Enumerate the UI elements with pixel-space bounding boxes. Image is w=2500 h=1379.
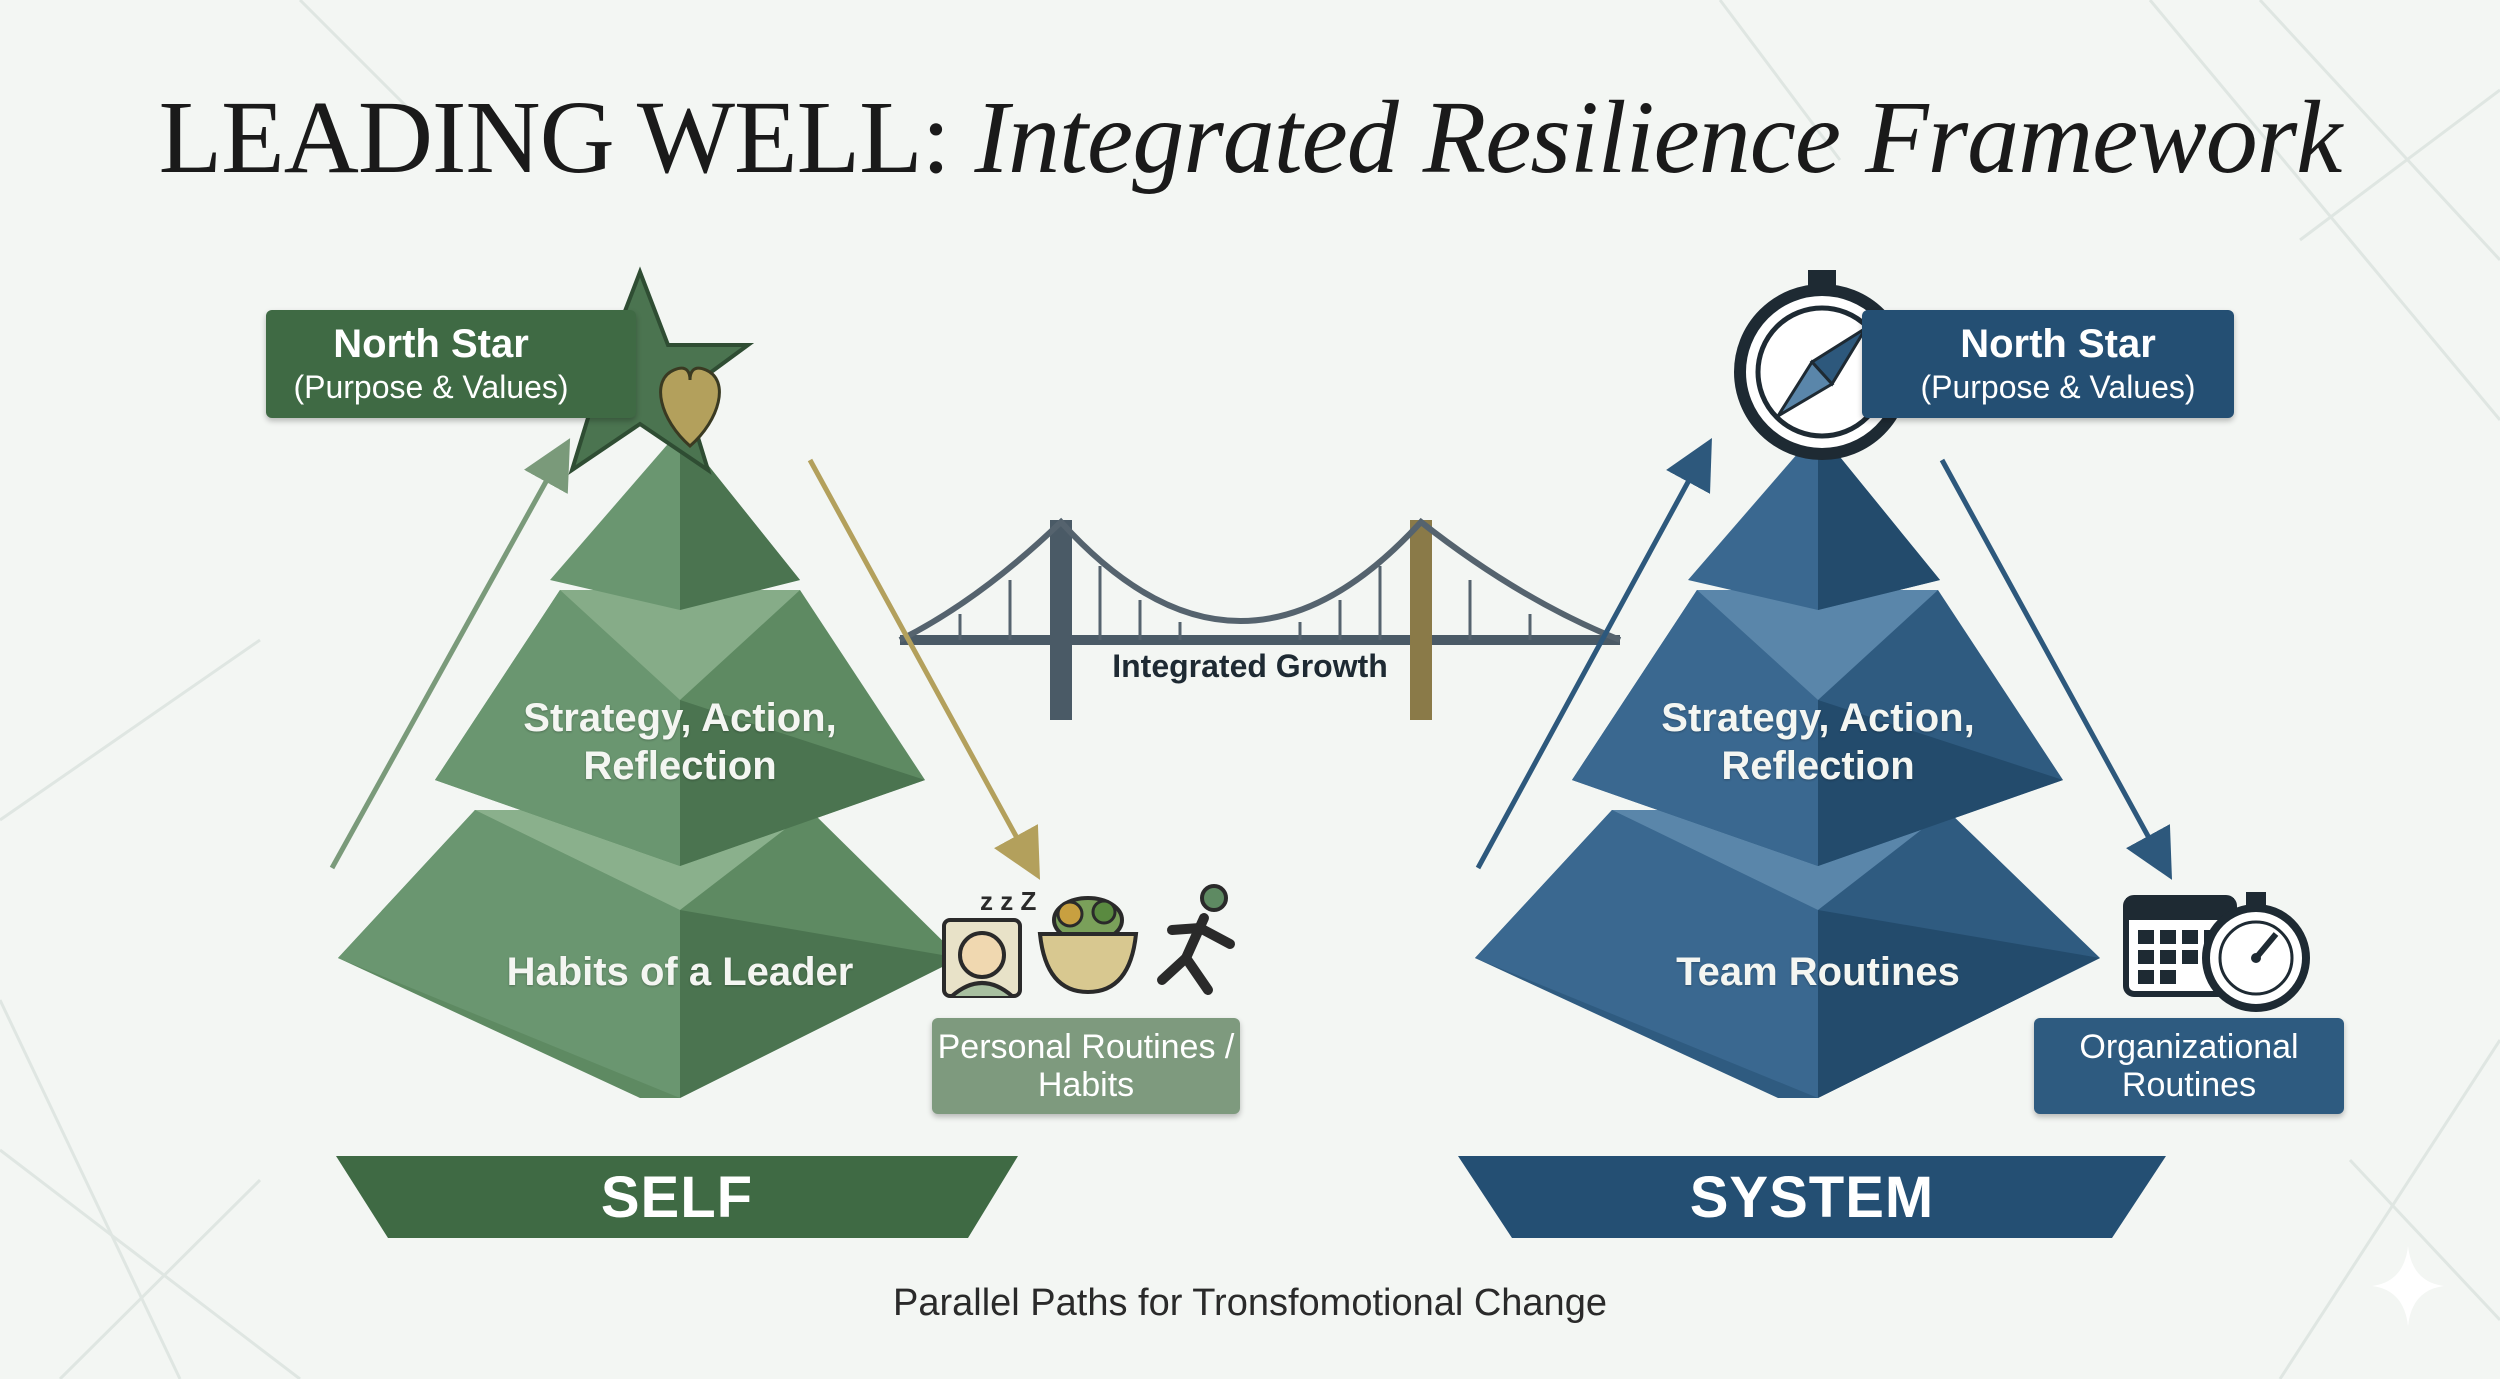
self-tier-bottom-label: Habits of a Leader xyxy=(506,950,854,994)
system-banner-shape xyxy=(1458,1156,2166,1238)
system-banner-label: SYSTEM xyxy=(1689,1165,1935,1230)
title-lead: LEADING WELL: xyxy=(158,80,951,195)
sleeping-person-icon: z z Z xyxy=(942,886,1036,998)
self-north-star-subtitle: (Purpose & Values) xyxy=(293,369,569,405)
self-down-arrow xyxy=(807,458,1041,880)
system-routines-box: Organizational Routines xyxy=(2034,1018,2344,1114)
stopwatch-icon xyxy=(2202,892,2310,1012)
salad-bowl-icon xyxy=(1037,896,1139,995)
self-up-arrow xyxy=(329,438,571,870)
system-north-star-box: North Star (Purpose & Values) xyxy=(1862,310,2234,418)
system-north-star-title: North Star xyxy=(1960,322,2156,366)
heart-icon xyxy=(659,366,721,448)
self-north-star-box: North Star (Purpose & Values) xyxy=(266,310,636,418)
svg-text:z z Z: z z Z xyxy=(980,886,1036,916)
running-person-icon xyxy=(1157,884,1235,995)
self-banner-label: SELF xyxy=(600,1165,754,1230)
system-north-star-subtitle: (Purpose & Values) xyxy=(1920,369,2196,405)
self-routines-box: Personal Routines / Habits xyxy=(932,1018,1240,1114)
self-pyramid xyxy=(338,430,960,1098)
system-tier-bottom-label: Team Routines xyxy=(1676,950,1960,994)
sparkle-icon xyxy=(2372,1246,2444,1326)
self-north-star-title: North Star xyxy=(333,322,529,366)
self-banner-shape xyxy=(336,1156,1018,1238)
system-pyramid xyxy=(1475,430,2100,1098)
title-subtitle: Integrated Resilience Framework xyxy=(974,80,2343,195)
caption: Parallel Paths for Tronsfomotional Chang… xyxy=(893,1282,1607,1324)
system-up-arrow xyxy=(1475,438,1712,870)
self-tier-middle-label: Strategy, Action, Reflection xyxy=(523,696,837,788)
bridge-label: Integrated Growth xyxy=(1112,648,1388,684)
system-down-arrow xyxy=(1939,458,2173,880)
page-title: LEADING WELL: Integrated Resilience Fram… xyxy=(0,78,2500,197)
bridge-icon xyxy=(898,517,1622,720)
system-tier-middle-label: Strategy, Action, Reflection xyxy=(1661,696,1975,788)
